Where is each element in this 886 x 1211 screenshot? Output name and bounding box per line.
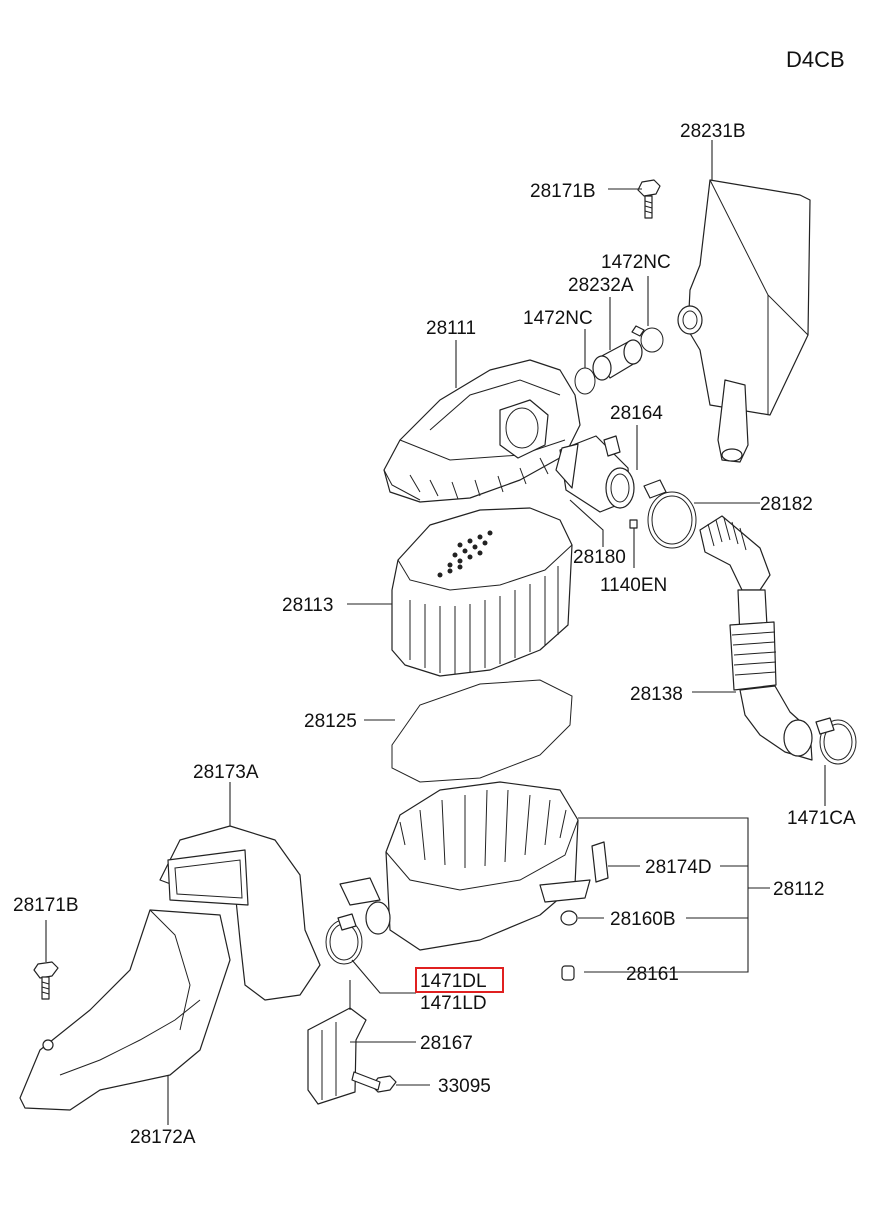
label-28173a: 28173A bbox=[193, 762, 259, 783]
label-28231b: 28231B bbox=[680, 121, 746, 142]
grommet-28160b bbox=[560, 910, 578, 926]
label-28111: 28111 bbox=[426, 318, 476, 339]
label-28174d: 28174D bbox=[645, 857, 712, 878]
label-1140en: 1140EN bbox=[600, 575, 667, 596]
intake-hose-28138 bbox=[699, 515, 813, 761]
filter-element bbox=[391, 507, 573, 677]
air-duct-28172a bbox=[19, 909, 231, 1111]
bracket-28167 bbox=[307, 1007, 367, 1105]
label-1472nc-b: 1472NC bbox=[523, 308, 593, 329]
resonator-part bbox=[677, 179, 811, 463]
air-cleaner-cover bbox=[383, 359, 581, 503]
hose-clamp-1471ca bbox=[815, 717, 857, 765]
highlight-box-1471dl bbox=[415, 967, 504, 993]
plug-28161 bbox=[561, 965, 575, 981]
bolt-33095 bbox=[351, 1071, 397, 1093]
hose-clamp-28182 bbox=[643, 479, 697, 549]
leader-lines bbox=[45, 140, 826, 1125]
label-28138: 28138 bbox=[630, 684, 683, 705]
label-1471dl[interactable]: 1471DL bbox=[420, 971, 487, 992]
label-28167: 28167 bbox=[420, 1033, 473, 1054]
label-28164: 28164 bbox=[610, 403, 663, 424]
bolt-28171b-left bbox=[33, 961, 59, 1000]
label-28125: 28125 bbox=[304, 711, 357, 732]
clip-28174d bbox=[591, 841, 609, 883]
gasket-28125 bbox=[391, 679, 573, 783]
air-cleaner-body bbox=[339, 781, 591, 951]
label-1471ld: 1471LD bbox=[420, 993, 487, 1014]
label-33095: 33095 bbox=[438, 1076, 491, 1097]
label-28160b: 28160B bbox=[610, 909, 676, 930]
screw-1140en bbox=[629, 519, 638, 529]
mount-hole bbox=[42, 1039, 54, 1051]
label-28161: 28161 bbox=[626, 964, 679, 985]
label-28113: 28113 bbox=[282, 595, 333, 616]
hose-clamp-1471dl bbox=[325, 913, 363, 965]
label-28171b-top: 28171B bbox=[530, 181, 596, 202]
filter-dot-grid bbox=[437, 530, 493, 578]
label-1471ca: 1471CA bbox=[787, 808, 856, 829]
air-flow-sensor bbox=[555, 435, 635, 513]
label-28112: 28112 bbox=[773, 879, 824, 900]
label-1472nc-a: 1472NC bbox=[601, 252, 671, 273]
label-28182: 28182 bbox=[760, 494, 813, 515]
air-duct-28173a bbox=[159, 825, 321, 1001]
label-28180: 28180 bbox=[573, 547, 626, 568]
bolt-28171b-top bbox=[637, 179, 661, 219]
label-28232a: 28232A bbox=[568, 275, 634, 296]
label-28171b-left: 28171B bbox=[13, 895, 79, 916]
label-28172a: 28172A bbox=[130, 1127, 196, 1148]
connector-hose-28232a bbox=[574, 325, 664, 395]
engine-code: D4CB bbox=[786, 47, 845, 72]
